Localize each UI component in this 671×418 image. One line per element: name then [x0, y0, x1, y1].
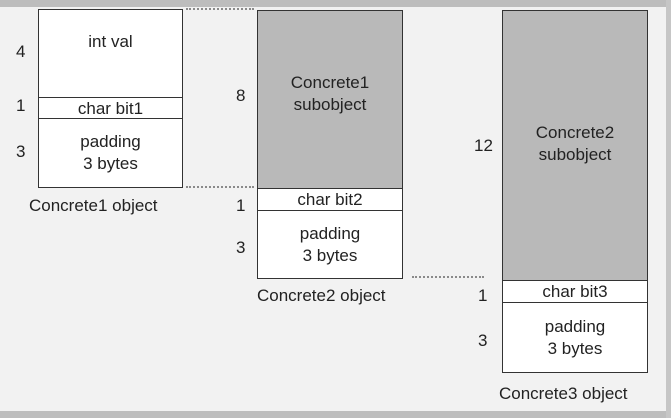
concrete3-padding-size: 3 [478, 331, 488, 350]
concrete3-padding-bytes: 3 bytes [547, 338, 603, 358]
concrete3-subobject-size: 12 [474, 136, 493, 155]
concrete2-char-label: char bit2 [297, 190, 363, 209]
concrete3-caption: Concrete3 object [499, 384, 628, 403]
concrete1-caption: Concrete1 object [29, 196, 158, 215]
guide-concrete2-end-dotted-line [412, 276, 484, 278]
concrete1-char-size: 1 [16, 96, 26, 115]
concrete1-padding-bytes: 3 bytes [83, 154, 138, 173]
concrete2-padding-bytes: 3 bytes [302, 245, 358, 265]
concrete3-subobject-label: subobject [538, 145, 612, 164]
concrete2-subobject-name: Concrete1 [290, 73, 370, 92]
concrete3-char-label: char bit3 [542, 282, 608, 301]
concrete2-char-size: 1 [236, 196, 246, 215]
concrete1-int-field: int val [38, 9, 183, 99]
concrete2-padding-field: padding 3 bytes [257, 210, 403, 279]
concrete2-caption: Concrete2 object [257, 286, 386, 305]
concrete1-char-field: char bit1 [38, 97, 183, 120]
concrete2-char-field: char bit2 [257, 188, 403, 212]
concrete1-char-label: char bit1 [77, 98, 144, 118]
concrete2-subobject: Concrete1 subobject [257, 10, 403, 190]
concrete3-char-field: char bit3 [502, 280, 648, 304]
concrete1-padding-size: 3 [16, 142, 26, 161]
concrete1-padding-field: padding 3 bytes [38, 118, 183, 188]
frame-bottom-edge [0, 411, 671, 418]
concrete2-padding-label: padding [299, 223, 361, 243]
guide-top-dotted-line [186, 8, 254, 10]
concrete1-int-size: 4 [16, 42, 26, 61]
concrete1-int-label: int val [88, 32, 133, 51]
concrete2-subobject-label: subobject [293, 95, 367, 114]
concrete3-char-size: 1 [478, 286, 488, 305]
concrete3-subobject-name: Concrete2 [535, 123, 615, 142]
concrete3-padding-label: padding [544, 316, 606, 336]
concrete3-subobject: Concrete2 subobject [502, 10, 648, 282]
concrete3-padding-field: padding 3 bytes [502, 302, 648, 373]
frame-right-edge [666, 0, 671, 418]
concrete1-padding-label: padding [80, 132, 141, 151]
concrete2-padding-size: 3 [236, 238, 246, 257]
concrete2-subobject-size: 8 [236, 86, 246, 105]
guide-concrete1-end-dotted-line [186, 186, 254, 188]
frame-top-edge [0, 0, 671, 7]
